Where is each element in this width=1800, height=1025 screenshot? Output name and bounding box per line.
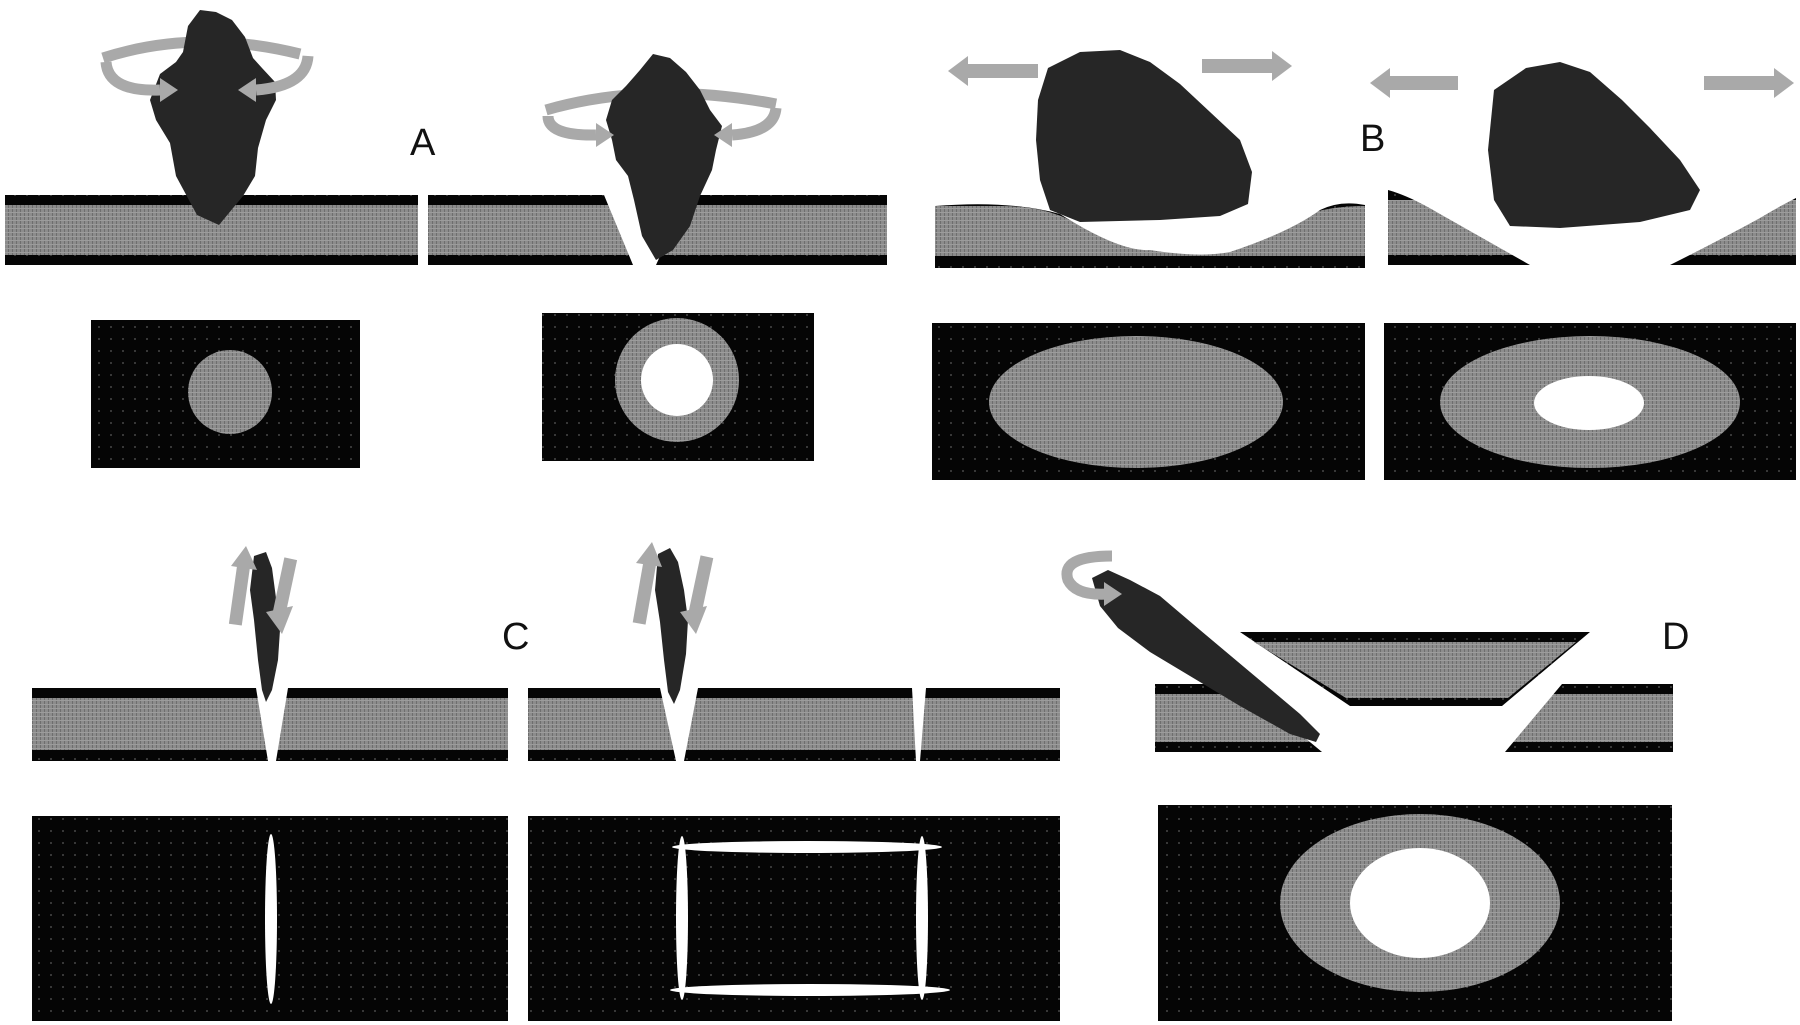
panel-label-c: C (502, 616, 529, 658)
stone (606, 54, 722, 260)
panel-a: A (5, 10, 887, 468)
incision-top (672, 841, 942, 853)
stone (150, 10, 276, 225)
removed-fragment-gray (1254, 642, 1576, 698)
panel-c-stage1-top-view (32, 816, 508, 1021)
rotation-arrow-front-right (731, 106, 782, 141)
arrow-left-head (1370, 68, 1390, 98)
panel-b-stage1-side-view (935, 50, 1365, 268)
crater (1388, 190, 1796, 265)
panel-c-stage2-top-view (528, 816, 1060, 1021)
panel-d-top-view (1158, 805, 1672, 1021)
arrow-up-head (636, 542, 662, 567)
incision (256, 688, 288, 761)
rotation-arrowhead (1104, 582, 1122, 606)
panel-d: D (1061, 550, 1689, 1021)
arrow-left-shaft (968, 64, 1038, 78)
arrow-right-shaft (1704, 76, 1774, 90)
rotation-arrow-front-left (542, 115, 597, 141)
affected-area (989, 336, 1283, 468)
panel-b-stage1-top-view (932, 323, 1365, 480)
panel-b-stage2-side-view (1370, 62, 1796, 265)
panel-c-stage1-side-view (32, 546, 508, 761)
arrow-down-head (266, 606, 293, 634)
rotation-arrowhead-left (238, 78, 256, 102)
blade-stone (1092, 570, 1320, 742)
rotation-arrowhead-right (160, 78, 178, 102)
panel-b-stage2-top-view (1384, 323, 1796, 480)
arrow-right-head (1774, 68, 1794, 98)
panel-label-a: A (410, 122, 436, 164)
cut-gap (912, 688, 926, 761)
panel-a-stage2-side-view (428, 54, 887, 265)
stone (1036, 50, 1252, 222)
stone (1488, 62, 1700, 228)
panel-label-d: D (1662, 616, 1689, 658)
arrow-right-head (1272, 51, 1292, 81)
panel-label-b: B (1360, 118, 1385, 160)
arrow-up-shaft (632, 561, 657, 625)
incision-slit (265, 834, 277, 1004)
hole (641, 344, 713, 416)
incision-left (676, 836, 688, 1000)
arrow-down-shaft (687, 555, 714, 619)
panel-c: C (32, 542, 1060, 1021)
panel-c-stage2-side-view (528, 542, 1060, 761)
arrow-up-head (231, 546, 257, 570)
affected-area (188, 350, 272, 434)
blade-stone (655, 548, 688, 704)
panel-d-side-view (1061, 550, 1673, 752)
arrow-right-shaft (1202, 59, 1272, 73)
arrow-left-shaft (1390, 76, 1458, 90)
hole (1350, 848, 1490, 958)
incision-bottom (670, 984, 950, 996)
tissue-gray-layer (528, 698, 1060, 750)
panel-a-stage1-top-view (91, 320, 360, 468)
arrow-down-head (680, 606, 707, 634)
rotation-arrowhead-left (714, 123, 732, 147)
eroded-surface (935, 196, 1365, 255)
rotation-arrow-front-left (100, 61, 161, 96)
arrow-up-shaft (228, 564, 251, 626)
incision-right (916, 836, 928, 1000)
panel-b: B (932, 50, 1796, 480)
panel-a-stage2-top-view (542, 313, 814, 461)
hole (1534, 376, 1644, 430)
arrow-left-head (948, 56, 968, 86)
rotation-arrow-front-right (255, 55, 314, 96)
incision (660, 688, 698, 761)
panel-a-stage1-side-view (5, 10, 418, 265)
rotation-arrowhead-right (596, 123, 614, 147)
rotation-arrow (1061, 550, 1113, 600)
arrow-down-shaft (271, 557, 298, 619)
blade-stone (250, 552, 280, 702)
